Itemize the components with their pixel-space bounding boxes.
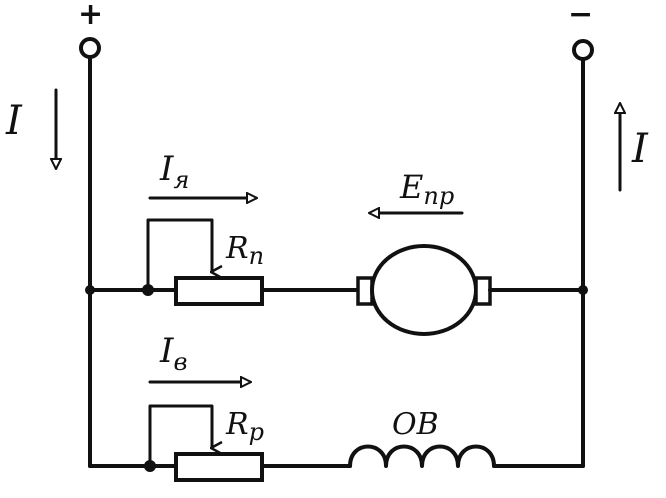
starting-rheostat-label: Rп — [225, 231, 264, 270]
armature-branch — [85, 218, 588, 336]
field-branch — [88, 404, 585, 482]
plus-sign: + — [78, 0, 103, 32]
field-rheostat-label: Rр — [225, 407, 264, 446]
plus-terminal-circle — [79, 37, 101, 59]
field-current-label: Iв — [159, 331, 187, 376]
starting-rheostat — [174, 276, 264, 306]
minus-sign: − — [568, 0, 593, 32]
current-label-left: I — [5, 98, 23, 144]
junction-left-top — [85, 285, 95, 295]
motor-armature — [370, 244, 478, 336]
starting-rheostat-wiper — [146, 218, 212, 292]
field-rheostat — [174, 452, 264, 482]
field-rheostat-wiper — [148, 404, 212, 468]
current-label-right: I — [631, 126, 649, 172]
brush-right — [474, 276, 492, 306]
brush-left — [356, 276, 374, 306]
armature-current-label: Iя — [159, 149, 189, 194]
field-winding-label: ОВ — [392, 407, 439, 442]
junction-right-top — [578, 285, 588, 295]
plus-terminal: + — [78, 0, 103, 59]
counter-emf-label: Eпр — [399, 168, 454, 210]
field-winding-coil — [348, 444, 496, 468]
minus-terminal: − — [568, 0, 594, 61]
minus-terminal-circle — [572, 39, 594, 61]
